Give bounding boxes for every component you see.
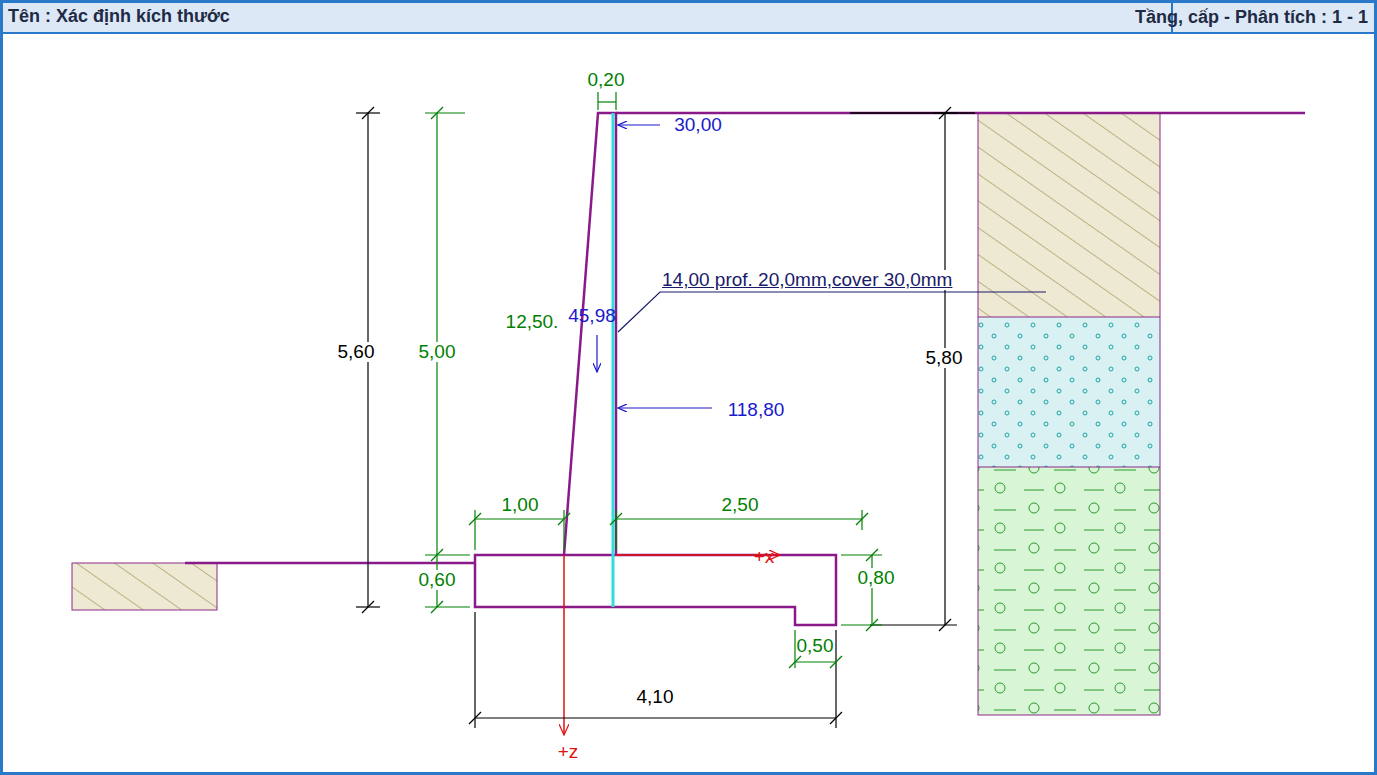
dimension-lines <box>425 92 882 668</box>
dimension-label: 0,60 <box>417 570 458 591</box>
dimension-label: +z <box>556 742 581 763</box>
soil-profile <box>978 113 1160 715</box>
page-title: Tên : Xác định kích thước <box>8 6 230 27</box>
dimension-label: 2,50 <box>720 495 761 516</box>
dimension-label: 0,50 <box>795 636 836 657</box>
force-arrows <box>597 125 712 408</box>
dimension-label: 118,80 <box>726 400 787 421</box>
dimension-label: 30,00 <box>672 115 724 136</box>
dimension-label: 5,00 <box>417 342 458 363</box>
dimension-label: 0,80 <box>856 568 897 589</box>
reinforcement-line <box>612 113 615 607</box>
terrain-line <box>185 562 475 565</box>
dimension-lines <box>356 107 957 728</box>
dimension-label: 12,50. <box>504 312 561 333</box>
soil-patch <box>72 563 217 610</box>
dimension-label: 0,20 <box>586 70 627 91</box>
analysis-stage: Tầng, cấp - Phân tích : 1 - 1 <box>1133 8 1370 28</box>
axis-z <box>563 555 565 735</box>
wall-outline <box>475 113 836 625</box>
dimension-label: 45,98 <box>566 306 618 327</box>
dimension-label: 5,60 <box>336 342 377 363</box>
dimension-label: 14,00 prof. 20,0mm,cover 30,0mm <box>660 270 954 291</box>
leader-line <box>618 292 1046 332</box>
dimension-label: 4,10 <box>635 687 676 708</box>
dimension-label: 1,00 <box>500 495 541 516</box>
dimension-label: +x <box>752 547 777 568</box>
dimension-label: 5,80 <box>924 348 965 369</box>
header-bar <box>3 3 1374 33</box>
